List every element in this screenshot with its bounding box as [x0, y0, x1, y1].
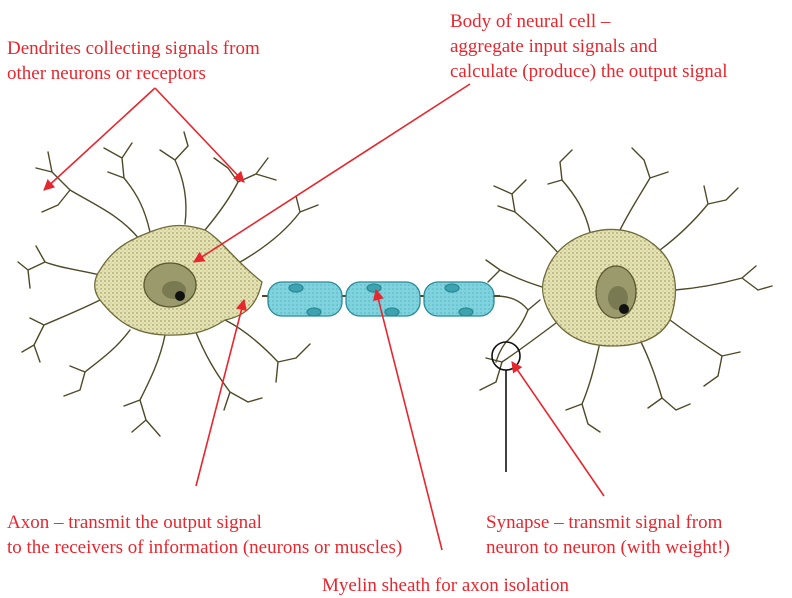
cell-body-label-line: Body of neural cell – — [450, 9, 728, 34]
arrow-dendrites-right — [155, 88, 244, 182]
dendrites-label-line: other neurons or receptors — [7, 61, 260, 86]
synapse-label-line: Synapse – transmit signal from — [486, 510, 730, 535]
axon-label-line: Axon – transmit the output signal — [7, 510, 402, 535]
axon-label: Axon – transmit the output signal to the… — [7, 510, 402, 560]
dendrites-label-line: Dendrites collecting signals from — [7, 36, 260, 61]
cell-body-label-line: calculate (produce) the output signal — [450, 59, 728, 84]
right-nucleolus — [619, 304, 629, 314]
myelin-label: Myelin sheath for axon isolation — [322, 573, 569, 598]
arrow-dendrites-left — [44, 88, 155, 190]
myelin-label-line: Myelin sheath for axon isolation — [322, 573, 569, 598]
synapse-label-line: neuron to neuron (with weight!) — [486, 535, 730, 560]
myelin-segment — [268, 282, 342, 316]
cell-body-label-line: aggregate input signals and — [450, 34, 728, 59]
cell-body-label: Body of neural cell – aggregate input si… — [450, 9, 728, 84]
synapse-circle — [492, 342, 520, 370]
synapse-label: Synapse – transmit signal from neuron to… — [486, 510, 730, 560]
myelin-segment — [346, 282, 420, 316]
dendrites-label: Dendrites collecting signals from other … — [7, 36, 260, 86]
axon-label-line: to the receivers of information (neurons… — [7, 535, 402, 560]
left-nucleolus — [175, 291, 185, 301]
